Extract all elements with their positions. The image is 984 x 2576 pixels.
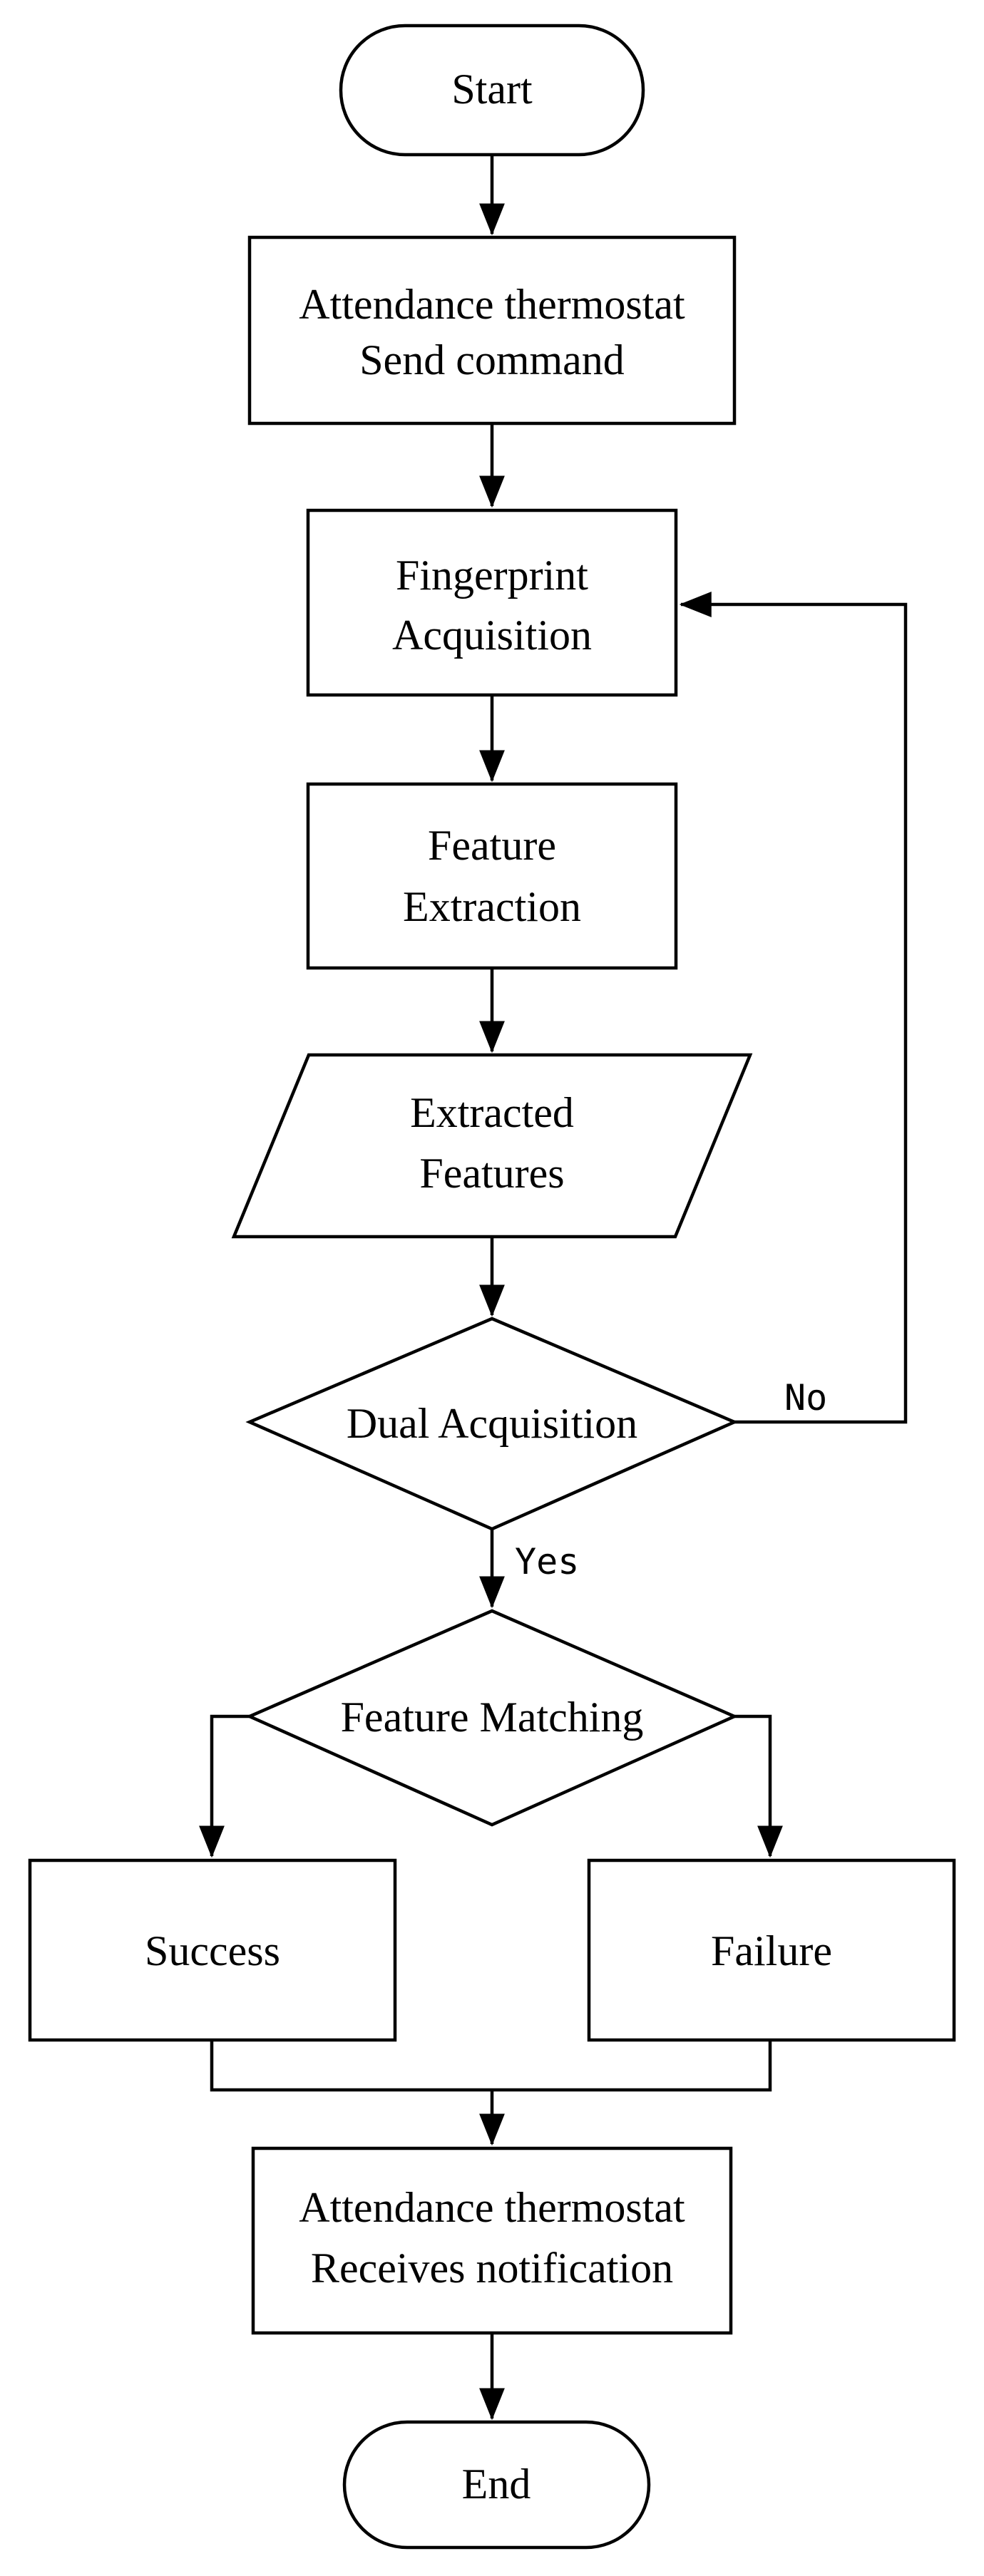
- edge-success-to-merge: [210, 2040, 772, 2092]
- feature-extraction-node: Feature Extraction: [306, 782, 678, 970]
- send-command-label-line2: Send command: [359, 336, 625, 383]
- feature-matching-diamond: [245, 1609, 739, 1827]
- extracted-features-parallelogram: [231, 1053, 753, 1239]
- edge-feature-matching-to-success: [199, 1714, 250, 1858]
- start-terminator: [339, 24, 645, 157]
- dual-acquisition-label: Dual Acquisition: [347, 1400, 637, 1447]
- send-command-node: Attendance thermostat Send command: [247, 235, 737, 426]
- receives-notification-node: Attendance thermostat Receives notificat…: [251, 2146, 733, 2335]
- extracted-features-label-line1: Extracted: [410, 1089, 574, 1136]
- edge-label-yes: Yes: [515, 1541, 579, 1582]
- failure-node: Failure: [587, 1858, 956, 2042]
- edges: [199, 155, 908, 2421]
- success-node: Success: [28, 1858, 397, 2042]
- receives-notification-label-line2: Receives notification: [311, 2245, 673, 2292]
- failure-box: [587, 1858, 956, 2042]
- start-label: Start: [451, 66, 533, 113]
- feature-matching-label: Feature Matching: [341, 1694, 644, 1741]
- failure-label: Failure: [711, 1927, 832, 1974]
- edge-label-no: No: [784, 1377, 827, 1418]
- feature-matching-node: Feature Matching: [245, 1609, 739, 1827]
- success-box: [28, 1858, 397, 2042]
- end-label: End: [462, 2461, 531, 2508]
- feature-extraction-label-line1: Feature: [428, 822, 556, 869]
- feature-extraction-label-line2: Extraction: [403, 883, 581, 930]
- start-node: Start: [339, 24, 645, 157]
- receives-notification-label-line1: Attendance thermostat: [299, 2184, 685, 2231]
- fingerprint-acquisition-node: Fingerprint Acquisition: [306, 508, 678, 697]
- end-terminator: [342, 2420, 651, 2550]
- end-node: End: [342, 2420, 651, 2550]
- receives-notification-box: [251, 2146, 733, 2335]
- extracted-features-label-line2: Features: [419, 1150, 564, 1197]
- send-command-box: [247, 235, 737, 426]
- send-command-label-line1: Attendance thermostat: [299, 281, 685, 328]
- feature-extraction-box: [306, 782, 678, 970]
- dual-acquisition-node: Dual Acquisition: [245, 1317, 739, 1531]
- fingerprint-acquisition-box: [306, 508, 678, 697]
- fingerprint-acquisition-label-line2: Acquisition: [392, 612, 592, 659]
- dual-acquisition-diamond: [245, 1317, 739, 1531]
- edge-feature-matching-to-failure: [734, 1714, 783, 1858]
- edge-dual-acquisition-no-loop: [679, 592, 908, 1424]
- fingerprint-acquisition-label-line1: Fingerprint: [396, 552, 588, 599]
- extracted-features-node: Extracted Features: [231, 1053, 753, 1239]
- success-label: Success: [145, 1927, 280, 1974]
